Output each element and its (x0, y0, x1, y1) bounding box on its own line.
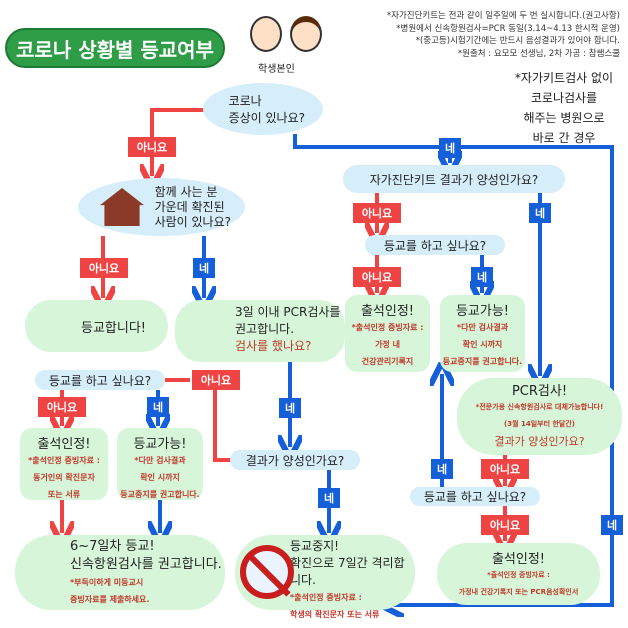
text: *출석인정 증빙자료 : (351, 323, 424, 332)
text: 결과가 양성인가요? (494, 435, 585, 448)
text: 6~7일차 등교! (70, 539, 155, 554)
yes-label: 네 (193, 258, 215, 278)
note: *병원에서 신속항원검사=PCR 동일(3.14~4.13 한시적 운영) (396, 23, 620, 34)
text: 증빙자료를 제출하세요. (70, 595, 150, 604)
text: 학생의 확진문자 또는 서류 (290, 610, 380, 619)
notes: *자가진단키트는 전과 같이 일주일에 두 번 실시합니다.(권고사항) *병원… (387, 10, 620, 60)
text: 가정 내 (375, 340, 400, 349)
yes-label: 네 (529, 203, 551, 223)
text: 등교중지를 권고합니다. (442, 357, 523, 366)
yes-label: 네 (471, 267, 493, 287)
text: 또는 서류 (47, 490, 81, 499)
yes-label: 네 (431, 459, 453, 479)
text: 등교중지! (290, 539, 339, 553)
no-label: 아니요 (353, 267, 401, 287)
question-want-school: 등교를 하고 싶나요? (365, 235, 505, 255)
text: *출석인정 증빙자료 : (290, 593, 362, 602)
note: *원출처 : 요모모 선생님, 2차 가공 : 참쌤스쿨 (457, 48, 620, 59)
no-label: 아니요 (353, 203, 401, 223)
yes-label: 네 (601, 515, 623, 535)
no-label: 아니요 (80, 258, 128, 278)
text: *출석인정 증빙자료 : (487, 571, 550, 579)
text: 신속항원검사를 권고합니다. (70, 557, 222, 572)
note: *자가진단키트는 전과 같이 일주일에 두 번 실시합니다.(권고사항) (386, 11, 620, 21)
no-label: 아니요 (481, 515, 529, 535)
text: 검사를 했나요? (235, 339, 312, 353)
note-line: 해주는 병원으로 (523, 111, 605, 125)
yes-label: 네 (279, 398, 301, 418)
text: 코로나 (228, 94, 262, 108)
text: 3일 이내 PCR검사를 (235, 305, 341, 319)
note-line: *자가키트검사 없이 (514, 71, 614, 85)
text: 확인 시까지 (462, 340, 503, 349)
yes-label: 네 (318, 488, 340, 508)
text: *전문가용 신속항원검사로 대체가능합니다! (475, 403, 604, 411)
note: *(중고등)시험기간에는 반드시 음성결과가 있어야 합니다. (415, 36, 620, 46)
text: 가운데 확진된 (154, 199, 225, 214)
text: 동거인의 확진문자 (33, 473, 95, 482)
text: *출석인정 증빙자료 : (28, 456, 100, 465)
subject-label: 학생본인 (258, 64, 295, 75)
yes-label: 네 (147, 397, 169, 417)
no-label: 아니요 (128, 137, 176, 157)
text: PCR검사! (511, 384, 568, 399)
text: 권고합니다. (235, 322, 295, 336)
result-pcr: PCR검사! *전문가용 신속항원검사로 대체가능합니다! (3월 14일부터 … (457, 378, 622, 455)
boy-face-icon (250, 16, 282, 52)
text: 등교가능! (133, 437, 187, 452)
girl-face-icon (290, 16, 322, 52)
result-go-school: 등교합니다! (25, 300, 168, 352)
text: (3월 14일부터 한달간) (504, 420, 575, 428)
text: 확인 시까지 (140, 473, 180, 482)
question-selfkit: 자가진단키트 결과가 양성인가요? (343, 165, 565, 193)
no-label: 아니요 (481, 459, 529, 479)
question-result: 결과가 양성인가요? (230, 450, 360, 470)
text: 가정내 건강기록지 또는 PCR음성확인서 (458, 588, 579, 596)
result-attend-pcr: 출석인정! *출석인정 증빙자료 : 가정내 건강기록지 또는 PCR음성확인서 (437, 543, 600, 605)
text: *부득이하게 미등교시 (70, 578, 144, 587)
yes-label: 네 (439, 138, 461, 158)
question-want-school: 등교를 하고 싶나요? (35, 370, 165, 390)
note-line: 코로나검사를 (530, 91, 598, 105)
no-label: 아니요 (192, 370, 240, 390)
question-want-school: 등교를 하고 싶나요? (410, 487, 540, 506)
text: 증상이 있나요? (228, 111, 305, 125)
house-icon (100, 188, 144, 226)
text: 등교합니다! (80, 320, 146, 336)
page-title: 코로나 상황별 등교여부 (5, 28, 225, 68)
text: 확진으로 7일간 격리합니다. (290, 556, 405, 587)
no-label: 아니요 (38, 397, 86, 417)
text: 등교중지를 권고합니다. (120, 490, 200, 499)
text: 사람이 있나요? (154, 214, 231, 229)
text: 함께 사는 분 (154, 184, 218, 199)
text: *다만 검사결과 (456, 323, 509, 332)
result-stop: 등교중지! 확진으로 7일간 격리합니다. *출석인정 증빙자료 : 학생의 확진문… (235, 535, 415, 619)
text: 출석인정! (37, 437, 91, 452)
note-line: 바로 간 경우 (532, 131, 596, 145)
text: *다만 검사결과 (134, 456, 186, 465)
text: 출석인정! (491, 552, 546, 567)
text: 등교가능! (455, 304, 510, 319)
text: 출석인정! (360, 304, 415, 319)
hospital-direct-note: *자가키트검사 없이 코로나검사를 해주는 병원으로 바로 간 경우 (505, 68, 623, 148)
prohibited-icon (240, 545, 294, 599)
text: 건강관리기록지 (361, 357, 414, 366)
